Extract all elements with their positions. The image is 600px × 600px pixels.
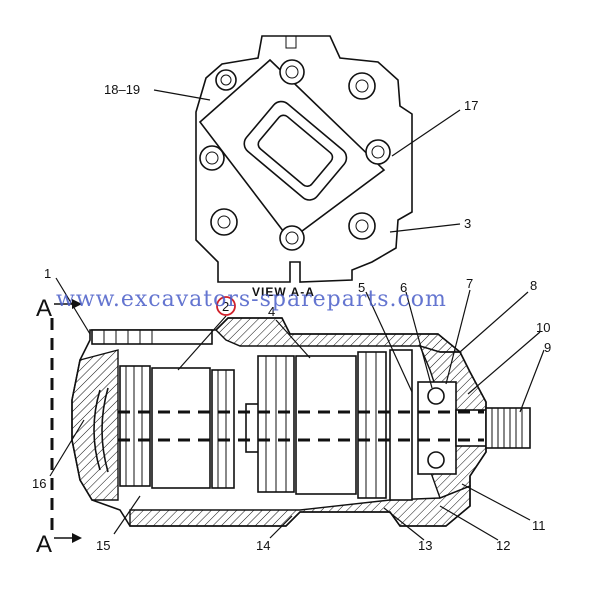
callout-2: 2: [222, 299, 229, 314]
callout-10: 10: [536, 320, 550, 335]
view-label: VIEW A-A: [252, 285, 315, 299]
callout-17: 17: [464, 98, 478, 113]
callout-15: 15: [96, 538, 110, 553]
callout-12: 12: [496, 538, 510, 553]
end-seal: [93, 389, 101, 471]
top-view-ear: [285, 36, 297, 49]
left-gear: [151, 367, 211, 489]
top-view-bolt: [279, 225, 305, 251]
callout-13: 13: [418, 538, 432, 553]
right-bushing-2: [357, 351, 387, 499]
bearing: [417, 381, 457, 475]
section-view: [50, 299, 531, 543]
spline: [485, 407, 531, 449]
top-view-bolt: [365, 139, 391, 165]
top-view: [195, 35, 413, 283]
top-view-bolt: [348, 72, 376, 100]
seal-plate: [389, 349, 413, 501]
top-view-flange: [198, 58, 386, 242]
callout-6: 6: [400, 280, 407, 295]
top-view-bolt: [348, 212, 376, 240]
end-cover: [71, 349, 119, 501]
callout-8: 8: [530, 278, 537, 293]
top-view-bolt: [279, 59, 305, 85]
section-letter-top: A: [36, 295, 52, 322]
callout-7: 7: [466, 276, 473, 291]
callout-9: 9: [544, 340, 551, 355]
top-view-housing: [195, 35, 413, 283]
top-view-port-outer: [243, 100, 348, 201]
callout-18-19: 18–19: [104, 82, 140, 97]
callout-5: 5: [358, 280, 365, 295]
section-letter-bottom: A: [36, 531, 52, 558]
callout-3: 3: [464, 216, 471, 231]
leader-lines: [49, 89, 545, 541]
watermark: www.excavators-spareparts.com: [56, 287, 447, 312]
top-view-bolt: [199, 145, 225, 171]
callout-4: 4: [268, 304, 275, 319]
left-bushing-2: [211, 369, 235, 489]
top-view-bolt: [210, 208, 238, 236]
top-view-port-inner: [257, 114, 334, 188]
left-bushing: [119, 365, 151, 487]
callout-16: 16: [32, 476, 46, 491]
highlight-circle: [216, 296, 236, 316]
top-view-bolt: [215, 69, 237, 91]
callout-14: 14: [256, 538, 270, 553]
callout-11: 11: [532, 518, 546, 533]
right-gear: [295, 355, 357, 495]
callout-1: 1: [44, 266, 51, 281]
